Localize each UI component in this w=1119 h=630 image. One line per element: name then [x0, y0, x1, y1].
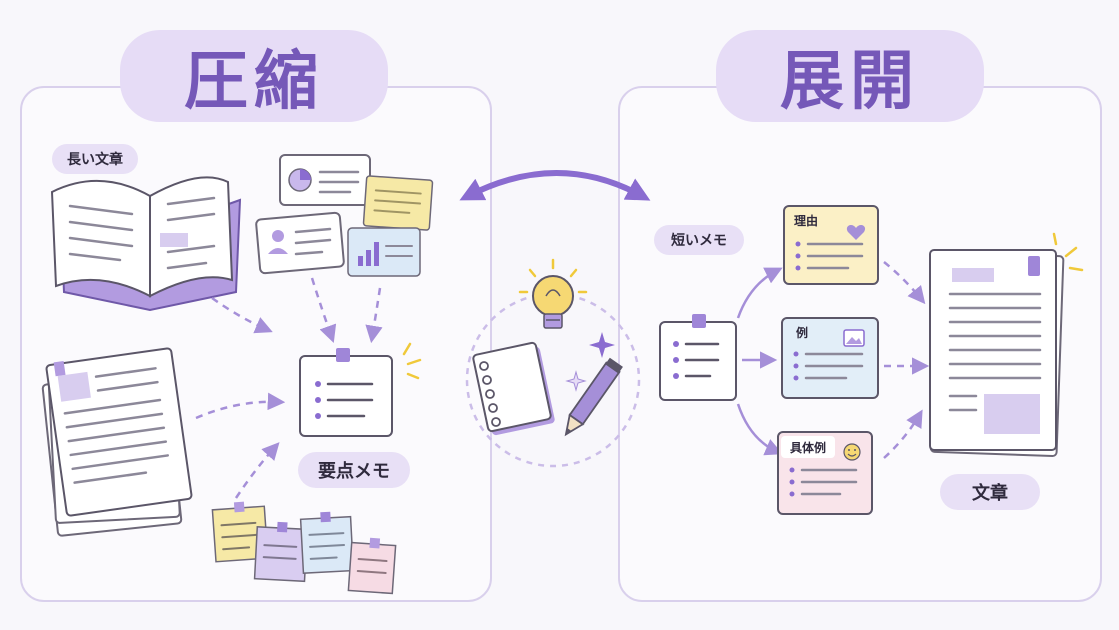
svg-text:具体例: 具体例: [790, 440, 826, 455]
short-memo-label: 短いメモ: [654, 225, 744, 255]
profile-card-icon: [255, 211, 345, 275]
long-text-label: 長い文章: [52, 144, 138, 174]
smiley-icon: [843, 443, 861, 461]
yellow-note-card-icon: [362, 175, 434, 231]
document-stack-icon: [41, 347, 193, 537]
pie-chart-card-icon: [279, 154, 371, 206]
sparkle-icon: [589, 332, 615, 358]
svg-text:理由: 理由: [794, 213, 818, 228]
lightbulb-icon: [518, 258, 588, 329]
compress-arrows: [195, 277, 383, 499]
notebook-icon: [472, 341, 555, 436]
key-point-memo-label: 要点メモ: [298, 452, 410, 488]
compress-title: 圧縮: [120, 30, 388, 122]
svg-text:例: 例: [796, 325, 808, 340]
pencil-icon: [564, 357, 623, 437]
final-document-icon: [929, 232, 1084, 458]
expand-title: 展開: [716, 30, 984, 122]
bar-chart-card-icon: [347, 227, 421, 277]
heart-icon: [846, 225, 866, 240]
image-icon: [843, 329, 865, 347]
key-point-memo-icon: [299, 342, 422, 437]
idea-circle: [465, 292, 641, 468]
merge-arrows: [883, 261, 930, 459]
concrete-example-card: 具体例: [777, 431, 873, 515]
double-arrow-icon: [459, 170, 651, 201]
open-book-icon: [50, 176, 242, 312]
example-card: 例: [781, 317, 879, 399]
short-memo-icon: [659, 314, 737, 401]
reason-card: 理由: [783, 205, 879, 285]
expand-arrows: [736, 267, 783, 456]
sparkle-small-icon: [565, 370, 587, 392]
sticky-notes-icon: [211, 501, 397, 595]
text-label: 文章: [940, 474, 1040, 510]
